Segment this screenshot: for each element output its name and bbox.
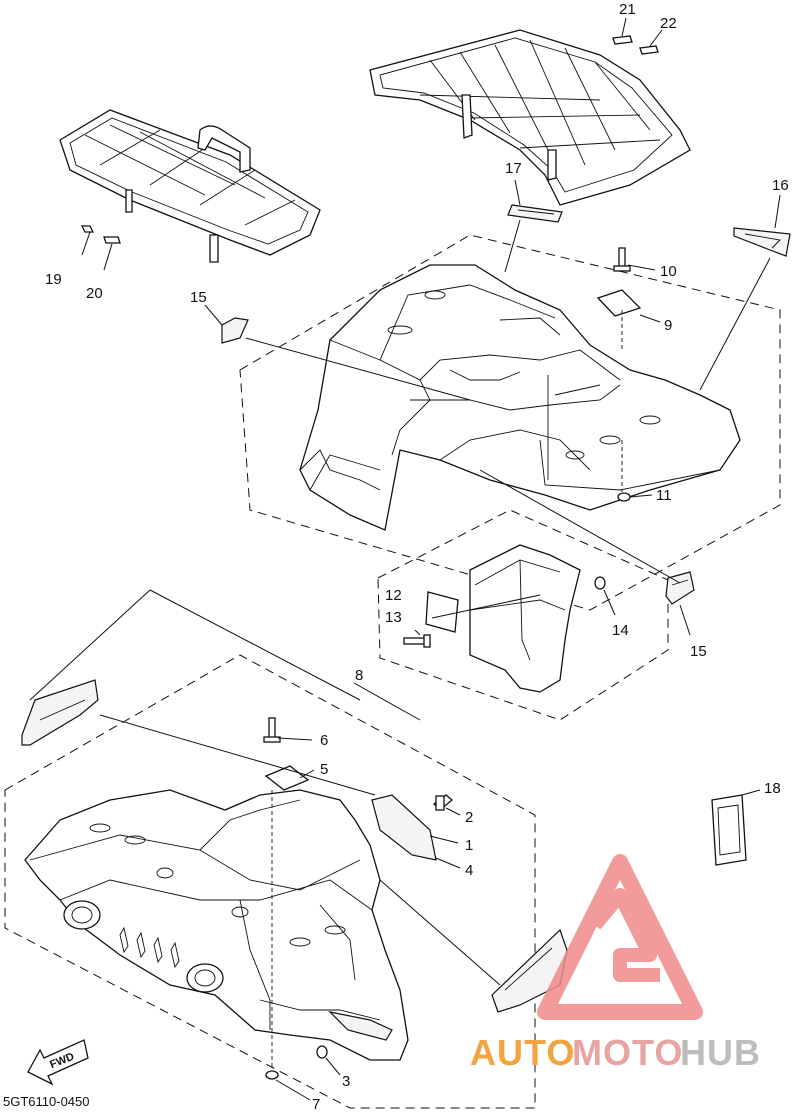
callout-9: 9 [664,317,672,334]
callout-13: 13 [385,609,402,626]
callout-4: 4 [465,862,473,879]
tag-18 [711,794,747,866]
decal-15-left [221,317,249,344]
decal-16 [733,227,791,257]
decal-front-left [21,679,99,746]
callout-20: 20 [86,285,103,302]
mud-guard [377,509,695,721]
callout-22: 22 [660,15,677,32]
watermark-word-auto: AUTO [470,1032,575,1073]
callout-11: 11 [656,487,672,504]
watermark-word-moto: MOTO [572,1032,683,1073]
front-fender [4,654,536,1109]
emblem-17 [507,204,563,223]
fwd-arrow-icon: FWD [27,1039,89,1086]
callout-8: 8 [355,667,363,684]
document-code: 5GT6110-0450 [3,1094,90,1109]
callout-1: 1 [465,837,473,854]
watermark-word-hub: HUB [680,1032,761,1073]
callout-7: 7 [312,1096,320,1113]
watermark-text: AUTO MOTO HUB [470,1032,761,1073]
callout-17: 17 [505,160,522,177]
callout-10: 10 [660,263,677,280]
callout-19: 19 [45,271,62,288]
callout-12: 12 [385,587,402,604]
leader-lines [29,219,771,986]
callout-15-right: 15 [690,643,707,660]
callout-labels: 1 2 3 4 5 6 7 8 9 10 11 12 13 14 15 15 1… [45,1,789,1113]
callout-16: 16 [772,177,789,194]
watermark-logo [537,854,703,1020]
front-carrier-rack [59,109,321,263]
callout-5: 5 [320,761,328,778]
callout-21: 21 [619,1,636,18]
callout-3: 3 [342,1073,350,1090]
callout-18: 18 [764,780,781,797]
callout-14: 14 [612,622,629,639]
sticker-19-20-21-22 [80,35,659,244]
callout-6: 6 [320,732,328,749]
callout-ticks [81,17,781,1101]
rear-fender [239,234,781,611]
callout-2: 2 [465,809,473,826]
rear-carrier-rack [369,29,691,206]
callout-15-left: 15 [190,289,207,306]
rear-fastener-parts [596,247,642,502]
